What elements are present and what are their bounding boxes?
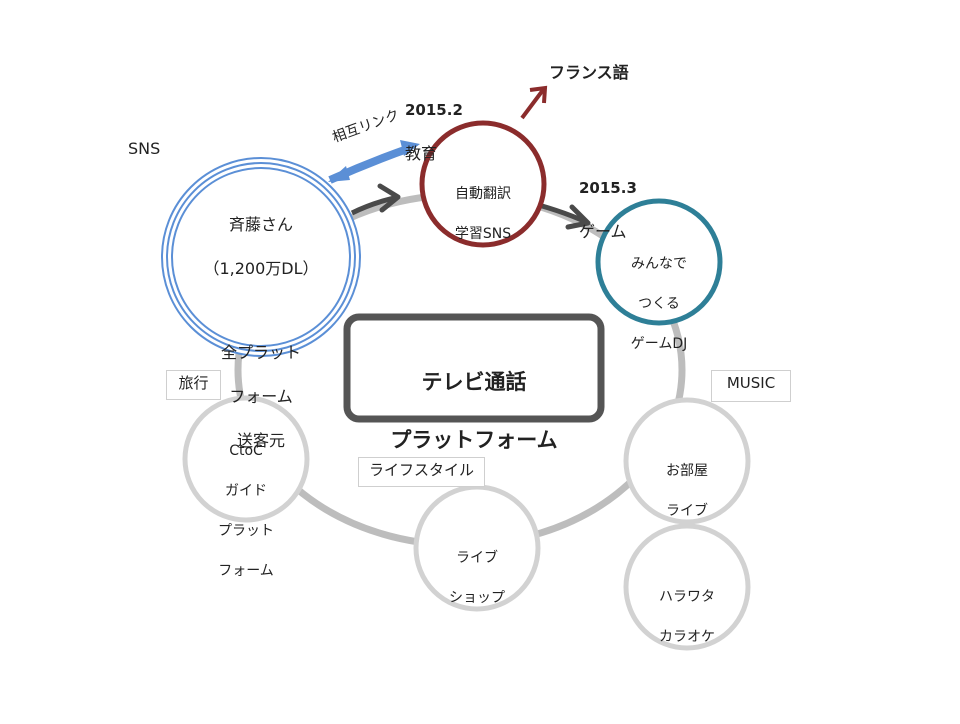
music-node	[623, 397, 751, 525]
mutual-link-arrow-head-left	[328, 166, 350, 182]
ctoc-line2: ガイド	[225, 483, 267, 499]
saito-line2: （1,200万DL）	[203, 259, 319, 278]
edu-header: 2015.2 教育	[405, 77, 463, 187]
music-tag: MUSIC	[711, 370, 791, 402]
saito-line3: 全プラット	[220, 343, 301, 362]
travel-tag: 旅行	[166, 370, 221, 400]
music-line1: お部屋	[666, 463, 708, 479]
center-line2: プラットフォーム	[390, 428, 558, 452]
game-node	[595, 198, 723, 326]
karaoke-line1: ハラワタ	[659, 589, 715, 605]
saito-text: 斉藤さん （1,200万DL） 全プラット フォーム 送客元	[176, 192, 346, 474]
ctoc-line1: CtoC	[229, 443, 263, 459]
mutual-link-arrow-head-right	[400, 140, 420, 156]
french-arrow-line	[520, 88, 545, 120]
lifestyle-tag: ライフスタイル	[358, 457, 485, 487]
game-line3: ゲームDJ	[630, 336, 688, 352]
shop-text: ライブ ショップ	[417, 528, 537, 628]
edu-node	[419, 120, 547, 248]
ring-arrow-to-edu-head	[377, 183, 401, 213]
center-line1: テレビ通話	[421, 370, 527, 394]
edu-line1: 自動翻訳	[455, 186, 511, 202]
sns-label: SNS	[128, 139, 161, 158]
french-label: フランス語	[549, 63, 629, 82]
edu-line2: 学習SNS	[454, 226, 512, 242]
center-title: テレビ通話 プラットフォーム	[347, 339, 601, 484]
ring-arrow-to-game-head	[565, 204, 591, 230]
shop-line2: ショップ	[449, 590, 505, 606]
game-line1: みんなで	[631, 256, 687, 272]
saito-node-outer	[161, 157, 361, 357]
edu-title: 教育	[405, 144, 438, 163]
karaoke-text: ハラワタ カラオケ	[627, 567, 747, 667]
shop-line1: ライブ	[456, 550, 498, 566]
ctoc-node	[182, 395, 310, 523]
french-arrow-head	[529, 85, 548, 104]
saito-line1: 斉藤さん	[228, 215, 293, 234]
music-text: お部屋 ライブ	[627, 441, 747, 541]
saito-line5: 送客元	[236, 431, 285, 450]
game-title: ゲーム	[579, 222, 627, 241]
karaoke-node	[623, 523, 751, 651]
ctoc-text: CtoC ガイド プラット フォーム	[186, 421, 306, 601]
game-header: 2015.3 ゲーム	[579, 155, 637, 265]
ctoc-line3: プラット	[218, 523, 274, 539]
game-date: 2015.3	[579, 179, 637, 197]
edu-text: 自動翻訳 学習SNS	[423, 164, 543, 264]
shop-node	[413, 484, 541, 612]
music-line2: ライブ	[666, 503, 708, 519]
saito-line4: フォーム	[229, 387, 293, 406]
ctoc-line4: フォーム	[218, 563, 274, 579]
karaoke-line2: カラオケ	[659, 629, 715, 645]
saito-node-mid	[166, 162, 356, 352]
saito-node-inner	[171, 167, 351, 347]
edu-date: 2015.2	[405, 101, 463, 119]
game-line2: つくる	[638, 296, 680, 312]
game-text: みんなで つくる ゲームDJ	[599, 234, 719, 374]
center-box	[343, 313, 605, 423]
